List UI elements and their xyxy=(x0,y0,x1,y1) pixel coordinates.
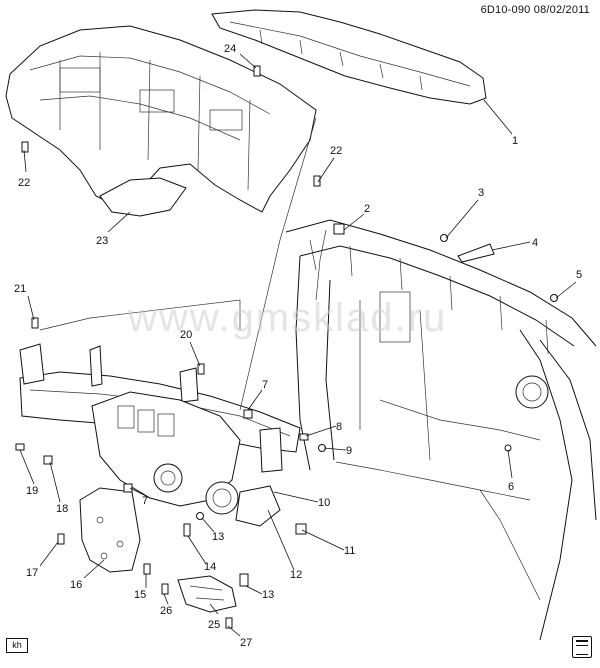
callout-19: 19 xyxy=(26,485,38,497)
callout-22-right: 22 xyxy=(330,145,342,157)
callout-15: 15 xyxy=(134,589,146,601)
callout-8: 8 xyxy=(336,421,342,433)
callout-17: 17 xyxy=(26,567,38,579)
watermark: www.gmsklad.ru xyxy=(128,296,448,340)
insulator-panel xyxy=(211,9,487,105)
callout-26: 26 xyxy=(160,605,172,617)
fasteners xyxy=(15,65,558,629)
callout-4: 4 xyxy=(532,237,538,249)
callout-24: 24 xyxy=(224,43,236,55)
callout-3: 3 xyxy=(478,187,484,199)
callout-6: 6 xyxy=(508,481,514,493)
callout-leaders xyxy=(19,53,577,637)
service-manual-book-icon xyxy=(572,636,592,658)
callout-7-lower: 7 xyxy=(142,495,148,507)
module-25 xyxy=(177,575,237,613)
callout-11: 11 xyxy=(344,545,355,557)
body-cowl-structure xyxy=(285,219,597,641)
callout-2: 2 xyxy=(364,203,370,215)
callout-9: 9 xyxy=(346,445,352,457)
callout-21: 21 xyxy=(14,283,26,295)
callout-20: 20 xyxy=(180,329,192,341)
corner-badge: kh xyxy=(6,638,28,653)
callout-7-upper: 7 xyxy=(262,379,268,391)
explode-guide-lines xyxy=(39,117,327,411)
diagram-date: 08/02/2011 xyxy=(533,4,590,16)
upper-instrument-panel-carrier xyxy=(5,25,317,217)
diagram-id: 6D10-090 xyxy=(480,4,531,16)
callout-23: 23 xyxy=(96,235,108,247)
callout-12: 12 xyxy=(290,569,302,581)
callout-27: 27 xyxy=(240,637,252,649)
callout-16: 16 xyxy=(70,579,82,591)
callout-1: 1 xyxy=(512,135,518,147)
callout-5: 5 xyxy=(576,269,582,281)
callout-14: 14 xyxy=(204,561,216,573)
callout-25: 25 xyxy=(208,619,220,631)
hvac-module xyxy=(91,391,281,527)
callout-13-upper: 13 xyxy=(212,531,224,543)
callout-numbers: 1 2 3 4 5 6 7 7 8 9 10 11 12 13 13 14 15… xyxy=(14,43,582,649)
callout-22-left: 22 xyxy=(18,177,30,189)
callout-13-lower: 13 xyxy=(262,589,274,601)
support-bracket xyxy=(79,487,141,573)
callout-10: 10 xyxy=(318,497,330,509)
callout-18: 18 xyxy=(56,503,68,515)
diagram-header: 6D10-090 08/02/2011 xyxy=(481,4,590,16)
